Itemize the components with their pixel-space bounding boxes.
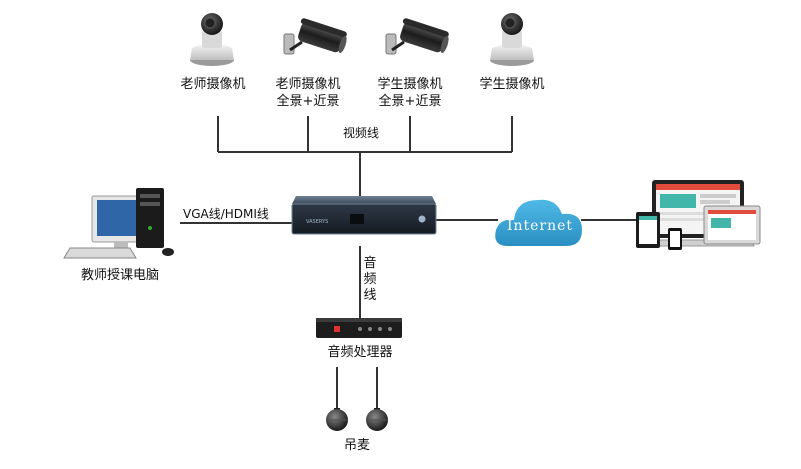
hanging-microphone-icon <box>326 408 348 431</box>
ptz-camera-icon <box>190 13 234 66</box>
ptz-camera-icon <box>490 13 534 66</box>
camera-label-teacher-bullet: 老师摄像机 全景+近景 <box>263 76 353 110</box>
hanging-microphone-icon <box>366 408 388 431</box>
camera-label-line: 学生摄像机 <box>479 77 545 92</box>
camera-label-line: 老师摄像机 <box>180 77 246 92</box>
camera-label-subline: 全景+近景 <box>276 94 340 109</box>
vga-hdmi-line-label: VGA线/HDMI线 <box>183 207 269 221</box>
video-line-label: 视频线 <box>343 126 380 140</box>
multi-device-icon <box>636 180 761 250</box>
camera-label-teacher-ptz: 老师摄像机 <box>168 76 258 93</box>
camera-label-student-ptz: 学生摄像机 <box>467 76 557 93</box>
camera-label-subline: 全景+近景 <box>378 94 442 109</box>
desktop-computer-icon <box>63 188 174 259</box>
teacher-pc-label: 教师授课电脑 <box>80 268 159 283</box>
audio-line-char: 线 <box>363 288 377 303</box>
audio-line-label: 音 频 线 <box>363 256 377 304</box>
audio-line-char: 音 <box>363 256 377 271</box>
microphone-label: 吊麦 <box>343 438 370 453</box>
camera-label-student-bullet: 学生摄像机 全景+近景 <box>365 76 455 110</box>
audio-line-char: 频 <box>363 272 377 287</box>
bullet-camera-icon <box>283 18 347 55</box>
internet-cloud-icon <box>495 199 582 246</box>
internet-label: Internet <box>506 218 574 234</box>
camera-label-line: 学生摄像机 <box>377 77 443 92</box>
audio-processor-icon <box>316 318 402 338</box>
camera-label-line: 老师摄像机 <box>275 77 341 92</box>
device-brand-label: VASERYS <box>306 219 328 225</box>
recording-host-device-icon: VASERYS <box>291 196 437 235</box>
bullet-camera-icon <box>385 18 449 55</box>
audio-processor-label: 音频处理器 <box>327 345 393 360</box>
connection-lines <box>180 116 636 410</box>
